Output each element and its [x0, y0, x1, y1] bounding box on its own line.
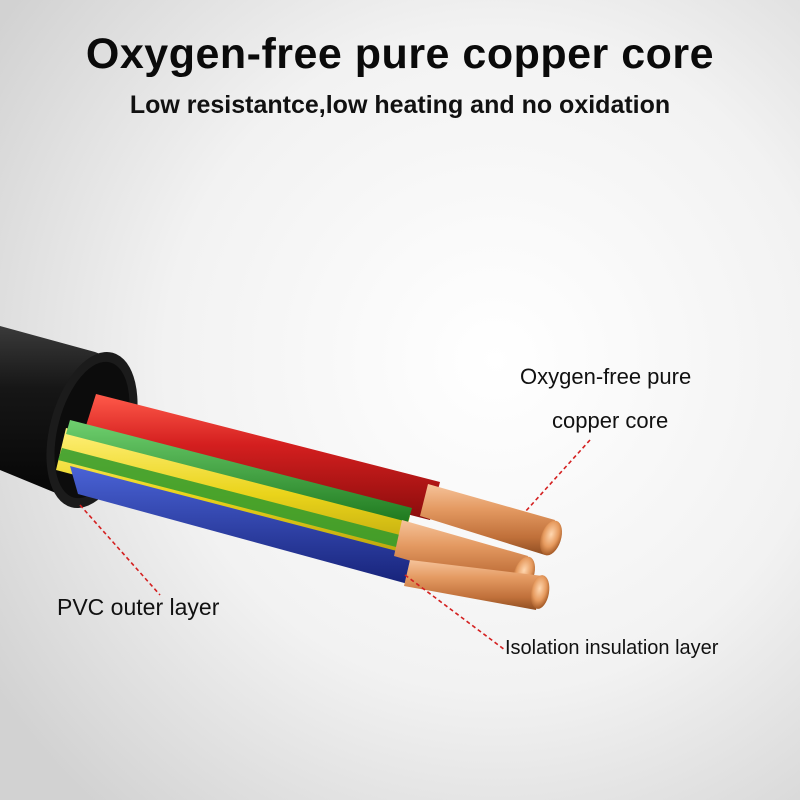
leader-lines — [79, 439, 591, 651]
page-title: Oxygen-free pure copper core — [85, 30, 715, 78]
wire-red — [84, 394, 440, 520]
leader-line-copper — [524, 439, 591, 513]
page-subtitle: Low resistantce,low heating and no oxida… — [129, 91, 671, 119]
leader-line-pvc — [79, 504, 161, 596]
wire-yellow-green — [56, 420, 412, 560]
wire-blue — [70, 466, 416, 584]
callout-copper-core-line2: copper core — [552, 408, 669, 433]
copper-core-bottom — [404, 560, 550, 610]
callout-copper-core-line1: Oxygen-free pure — [520, 364, 692, 389]
callout-insulation-layer: Isolation insulation layer — [505, 637, 719, 659]
copper-core-top — [420, 484, 563, 556]
callout-pvc-outer-layer: PVC outer layer — [57, 594, 220, 620]
